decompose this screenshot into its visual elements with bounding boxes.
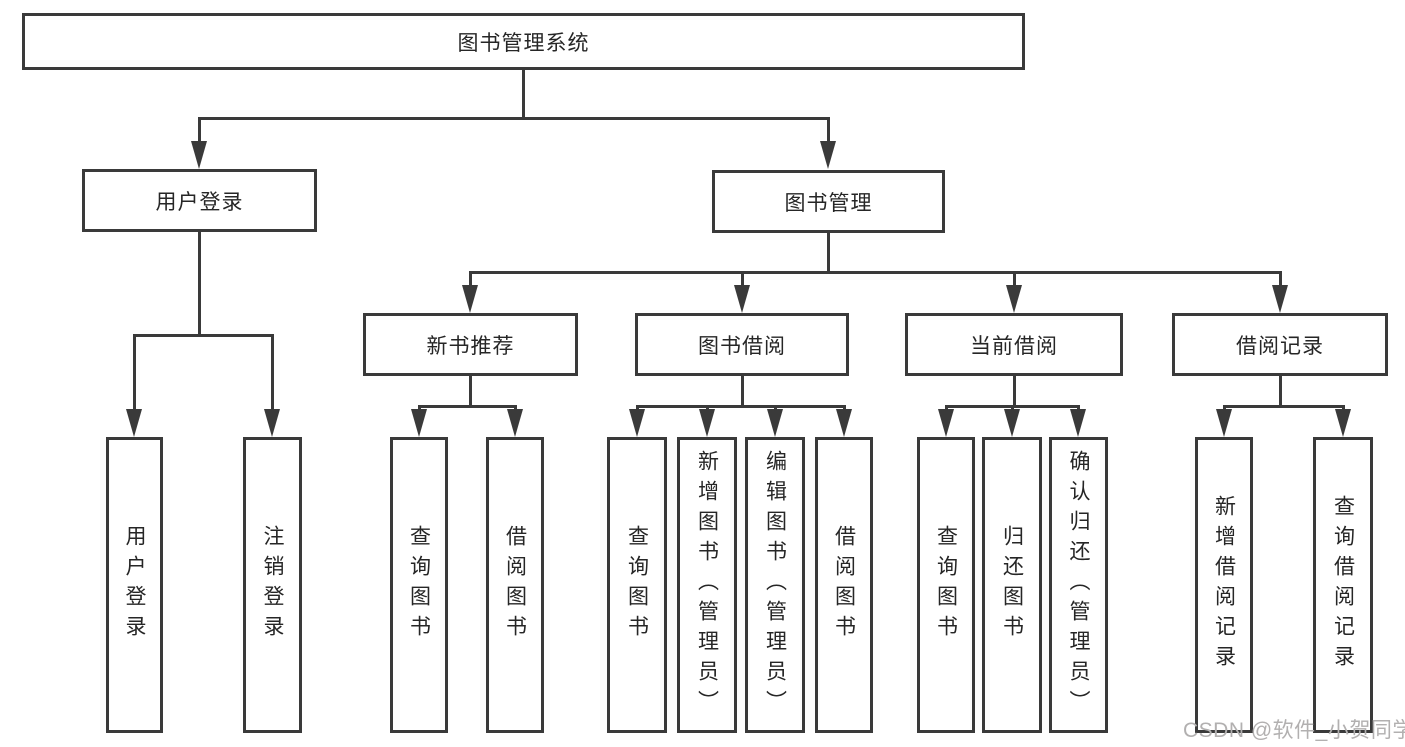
connector-line <box>827 231 830 273</box>
connector-line <box>198 230 201 336</box>
arrowhead <box>938 409 954 437</box>
arrowhead <box>734 285 750 313</box>
node-new-book-recommend: 新书推荐 <box>363 313 578 376</box>
node-query-borrow-record: 查询借阅记录 <box>1313 437 1373 733</box>
connector-line <box>469 271 472 293</box>
arrowhead <box>1272 285 1288 313</box>
node-borrowing-records: 借阅记录 <box>1172 313 1388 376</box>
node-user-login: 用户登录 <box>106 437 163 733</box>
arrowhead <box>191 141 207 169</box>
connector-line <box>271 334 274 414</box>
arrowhead <box>462 285 478 313</box>
connector-line <box>1279 271 1282 293</box>
node-root: 图书管理系统 <box>22 13 1025 70</box>
connector-line <box>198 117 201 147</box>
node-edit-books-admin: 编辑图书（管理员） <box>745 437 805 733</box>
connector-line <box>469 271 1281 274</box>
node-return-books: 归还图书 <box>982 437 1042 733</box>
connector-line <box>1013 374 1016 407</box>
arrowhead <box>507 409 523 437</box>
arrowhead <box>629 409 645 437</box>
connector-line <box>133 334 136 414</box>
arrowhead <box>1004 409 1020 437</box>
node-book-borrowing: 图书借阅 <box>635 313 849 376</box>
connector-line <box>1279 374 1282 407</box>
connector-line <box>133 334 274 337</box>
arrowhead <box>411 409 427 437</box>
connector-line <box>741 271 744 293</box>
connector-line <box>522 68 525 118</box>
arrowhead <box>1335 409 1351 437</box>
connector-line <box>741 374 744 407</box>
arrowhead <box>1216 409 1232 437</box>
connector-line <box>198 117 830 120</box>
node-logout: 注销登录 <box>243 437 302 733</box>
node-current-borrowing: 当前借阅 <box>905 313 1123 376</box>
node-query-books-current: 查询图书 <box>917 437 975 733</box>
connector-line <box>1013 271 1016 293</box>
node-query-books-recommend: 查询图书 <box>390 437 448 733</box>
watermark: CSDN @软件_小贺同学 <box>1183 719 1405 742</box>
connector-line <box>827 117 830 147</box>
connector-line <box>469 374 472 407</box>
connector-line <box>636 405 846 408</box>
arrowhead <box>1070 409 1086 437</box>
node-confirm-return-admin: 确认归还（管理员） <box>1049 437 1108 733</box>
node-query-books-borrowing: 查询图书 <box>607 437 667 733</box>
arrowhead <box>126 409 142 437</box>
node-add-books-admin: 新增图书（管理员） <box>677 437 737 733</box>
node-login-module: 用户登录 <box>82 169 317 232</box>
arrowhead <box>836 409 852 437</box>
arrowhead <box>264 409 280 437</box>
node-add-borrow-record: 新增借阅记录 <box>1195 437 1253 733</box>
arrowhead <box>767 409 783 437</box>
node-book-management: 图书管理 <box>712 170 945 233</box>
node-borrow-books-recommend: 借阅图书 <box>486 437 544 733</box>
connector-line <box>418 405 517 408</box>
arrowhead <box>1006 285 1022 313</box>
arrowhead <box>820 141 836 169</box>
connector-line <box>1223 405 1345 408</box>
node-borrow-books-borrowing: 借阅图书 <box>815 437 873 733</box>
arrowhead <box>699 409 715 437</box>
